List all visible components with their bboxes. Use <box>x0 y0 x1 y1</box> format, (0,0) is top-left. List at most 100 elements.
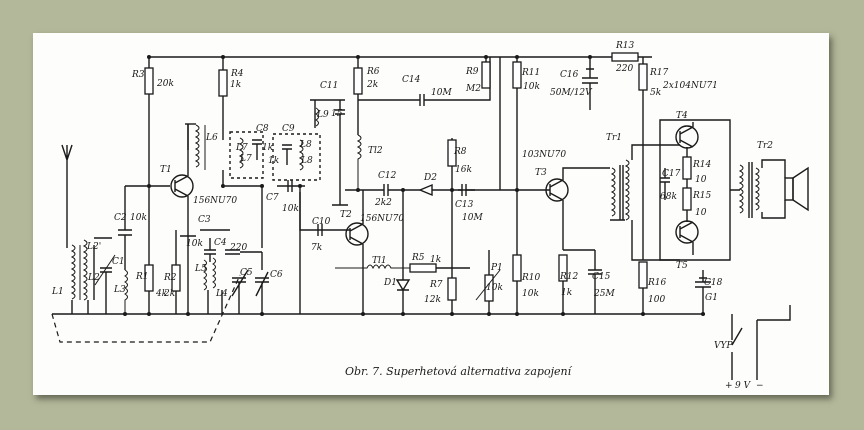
label-c11: C11 <box>320 81 338 91</box>
figure-caption: Obr. 7. Superhetová alternativa zapojení <box>345 365 573 378</box>
battery-minus: − <box>756 381 764 391</box>
label-c13: C13 <box>455 200 474 210</box>
label-r5-value: 1k <box>430 255 441 265</box>
label-r8: R8 <box>453 147 467 157</box>
label-c9: C9 <box>282 124 295 134</box>
label-l4: L4 <box>215 289 228 299</box>
label-c8: C8 <box>256 124 269 134</box>
label-c3: C3 <box>198 215 211 225</box>
label-c6: C6 <box>270 270 283 280</box>
label-l9-value: 15 <box>331 109 343 119</box>
label-vyp-switch: VYP <box>714 341 733 351</box>
label-r16-value: 100 <box>648 295 665 305</box>
label-r14: R14 <box>692 160 712 170</box>
label-c4: C4 <box>214 238 227 248</box>
label-t2: T2 <box>340 210 352 220</box>
label-l9: L9 <box>316 110 329 120</box>
label-c2-value: 10k <box>130 213 147 223</box>
stage2-collector-network <box>345 57 491 196</box>
label-c8-value: 1k <box>262 143 273 153</box>
power-section <box>638 261 791 380</box>
label-r15: R15 <box>692 191 712 201</box>
label-d1: D1 <box>383 278 397 288</box>
label-l5: L5 <box>194 264 207 274</box>
label-c10: C10 <box>312 217 331 227</box>
label-c5: C5 <box>240 268 253 278</box>
input-coil-group <box>70 237 116 314</box>
label-tl1: Tl1 <box>372 256 387 266</box>
label-r3-value: 20k <box>156 79 174 89</box>
label-t1-type: 156NU70 <box>193 196 237 206</box>
schematic-paper <box>33 33 829 395</box>
label-c3-value: 10k <box>186 239 203 249</box>
stage1-input-network <box>118 57 170 314</box>
battery-plus: + <box>725 381 733 391</box>
label-l2-prime: L2' <box>86 242 101 252</box>
label-r4: R4 <box>230 69 244 79</box>
speaker-icon <box>784 166 809 212</box>
label-r6: R6 <box>366 67 380 77</box>
label-c15: C15 <box>592 272 611 282</box>
label-c16: C16 <box>560 70 579 80</box>
label-r4-value: 1k <box>230 80 241 90</box>
label-c12: C12 <box>378 171 397 181</box>
capacitor-c16 <box>582 57 598 110</box>
label-r9: R9 <box>465 67 479 77</box>
label-c7-value: 10k <box>282 204 299 214</box>
r8-c13-r9-network <box>447 57 510 240</box>
label-tl2: Tl2 <box>368 146 383 156</box>
label-c1: C1 <box>112 257 125 267</box>
label-l7-sub: L7 <box>239 154 252 164</box>
label-c9-value: 1k <box>268 156 279 166</box>
label-c2: C2 <box>114 213 127 223</box>
label-r9-value: M2 <box>465 84 481 94</box>
label-c13-value: 10M <box>462 213 483 223</box>
label-c7: C7 <box>266 193 279 203</box>
label-t4: T4 <box>676 111 688 121</box>
label-r7-value: 12k <box>424 295 441 305</box>
label-r12: R12 <box>559 272 579 282</box>
label-tr1: Tr1 <box>606 133 622 143</box>
label-c12-value: 2k2 <box>374 198 392 208</box>
label-p1-value: 10k <box>486 283 503 293</box>
label-l2: L2 <box>87 273 100 283</box>
label-t3: T3 <box>535 168 547 178</box>
label-r11-value: 10k <box>523 82 540 92</box>
label-r11: R11 <box>521 68 540 78</box>
label-r17-value: 5k <box>650 88 661 98</box>
label-l8: L8 <box>299 140 312 150</box>
label-c14-value: 10M <box>431 88 452 98</box>
label-r15-value: 10 <box>695 208 707 218</box>
label-t3-type: 103NU70 <box>522 150 566 160</box>
output-push-pull <box>659 119 731 261</box>
label-r2: R2 <box>163 273 177 283</box>
label-c14: C14 <box>402 75 421 85</box>
label-r1-value: 4k <box>155 289 167 299</box>
transistor-t1 <box>170 124 194 230</box>
if-transformer-1 <box>185 57 264 186</box>
label-c17-value: 68k <box>660 192 677 202</box>
junction-dots <box>123 55 705 316</box>
label-c18-value: G1 <box>705 293 718 303</box>
label-battery-voltage: 9 V <box>735 381 752 391</box>
label-r14-value: 10 <box>695 175 707 185</box>
label-r1: R1 <box>135 272 149 282</box>
label-c15-value: 25M <box>593 289 615 299</box>
detector-network <box>335 183 501 314</box>
antenna-symbol <box>61 144 73 248</box>
label-l1: L1 <box>51 287 64 297</box>
label-r10: R10 <box>521 273 541 283</box>
label-l7: L7 <box>235 143 248 153</box>
label-r13-value: 220 <box>615 64 633 74</box>
label-t1: T1 <box>160 165 172 175</box>
label-t5: T5 <box>676 261 688 271</box>
label-r12-value: 1k <box>561 288 572 298</box>
label-c4-value: 220 <box>229 243 247 253</box>
label-t2-type: 156NU70 <box>360 214 404 224</box>
label-c10-value: 7k <box>311 243 322 253</box>
label-r7: R7 <box>429 280 443 290</box>
label-r2-value: 2k <box>163 289 175 299</box>
label-l3: L3 <box>113 285 126 295</box>
